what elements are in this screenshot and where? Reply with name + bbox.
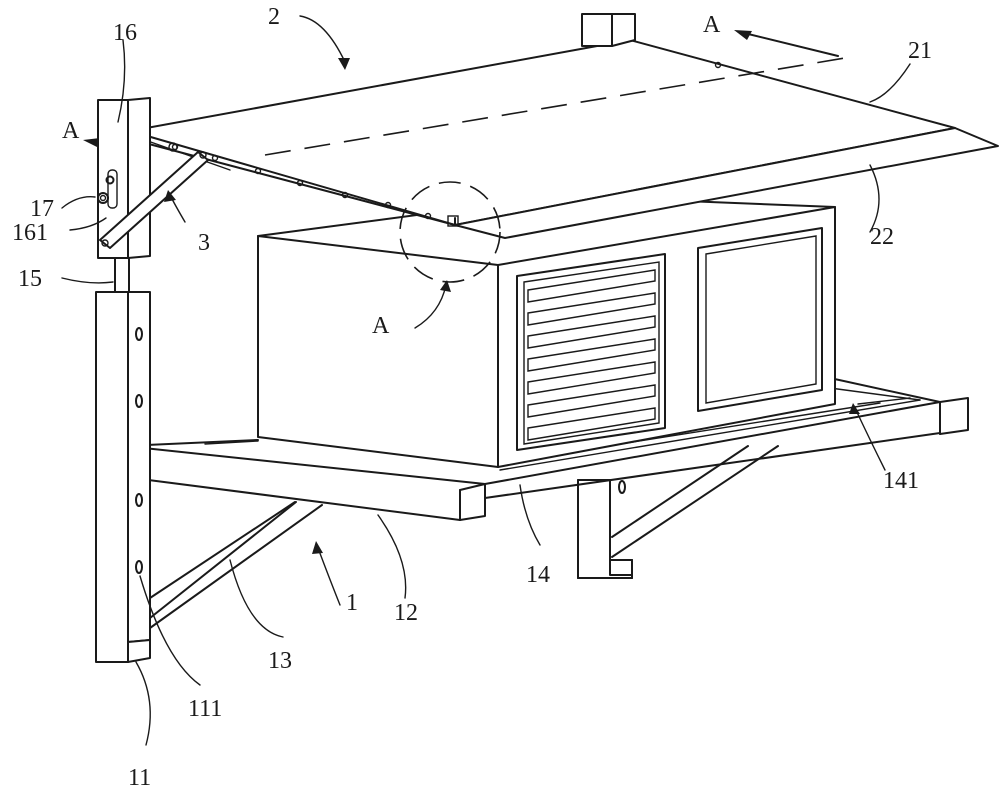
label-22: 22 (870, 224, 894, 250)
louvre-slats (527, 269, 656, 441)
rear-wall-bracket (577, 445, 779, 579)
callout-labels: 2 16 A 21 A 17 161 3 22 15 A 141 1 12 14… (12, 4, 932, 791)
edge-rivets (171, 61, 722, 220)
label-161: 161 (12, 220, 48, 246)
left-wall-bracket (95, 97, 323, 663)
label-a-top: A (703, 12, 721, 38)
outdoor-unit (257, 195, 836, 468)
detail-circle-a (399, 181, 501, 283)
label-17: 17 (30, 196, 54, 222)
label-21: 21 (908, 38, 932, 64)
label-a-detail: A (372, 313, 390, 339)
label-141: 141 (883, 468, 919, 494)
label-14: 14 (526, 562, 550, 588)
label-13: 13 (268, 648, 292, 674)
section-line-a-a (83, 30, 846, 156)
column-holes (135, 327, 143, 574)
label-16: 16 (113, 20, 137, 46)
label-1: 1 (346, 590, 358, 616)
leader-lines (61, 15, 911, 746)
label-12: 12 (394, 600, 418, 626)
label-11: 11 (128, 765, 151, 791)
label-111: 111 (188, 696, 222, 722)
label-a-left: A (62, 118, 80, 144)
label-3: 3 (198, 230, 210, 256)
label-15: 15 (18, 266, 42, 292)
label-2: 2 (268, 4, 280, 30)
rear-bracket-hole (618, 480, 626, 494)
awning (129, 13, 999, 239)
